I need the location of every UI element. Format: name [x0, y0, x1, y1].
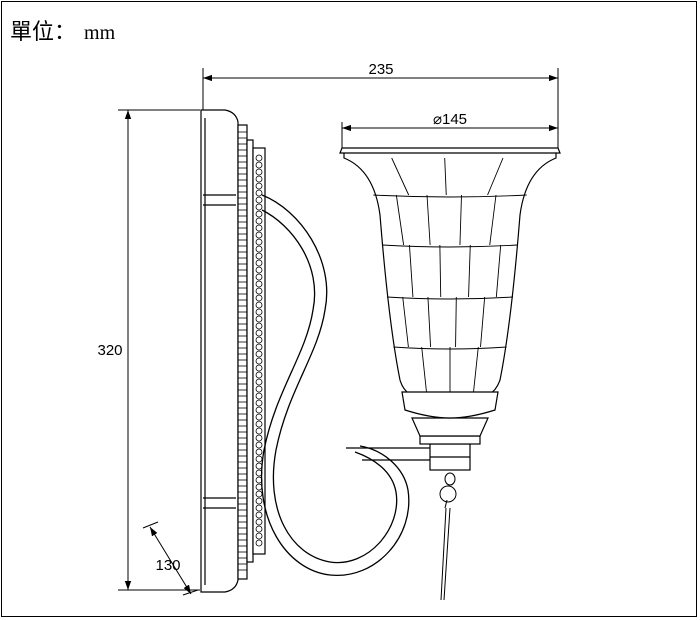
bead — [255, 231, 263, 239]
mosaic-band — [386, 296, 514, 300]
width-dimension: 235 — [202, 61, 559, 150]
unit-value: mm — [84, 22, 116, 44]
bead — [255, 210, 263, 218]
bead — [255, 504, 263, 512]
lamp-socket — [411, 417, 489, 471]
lamp-arm — [260, 194, 430, 576]
mosaic-seam — [468, 244, 471, 298]
unit-label-text: 單位： — [10, 20, 77, 45]
bead — [255, 175, 263, 183]
depth-label: 130 — [155, 557, 180, 574]
bead — [255, 238, 263, 246]
height-label: 320 — [97, 342, 122, 359]
bead — [255, 315, 263, 323]
mosaic-seam — [480, 296, 486, 348]
bead — [255, 203, 263, 211]
bead — [255, 329, 263, 337]
bead — [255, 287, 263, 295]
bead — [255, 518, 263, 526]
bead — [255, 357, 263, 365]
depth-dimension: 130 — [142, 521, 199, 596]
mosaic-seam — [455, 296, 457, 348]
bead — [255, 245, 263, 253]
mosaic-seam — [421, 346, 427, 393]
bead — [255, 539, 263, 547]
mosaic-seam — [495, 244, 502, 298]
mosaic-seam — [459, 194, 462, 246]
bead — [255, 343, 263, 351]
height-dimension: 320 — [97, 109, 200, 591]
mosaic-seam — [391, 157, 410, 196]
mosaic-seam — [426, 194, 431, 246]
bead — [255, 525, 263, 533]
bead — [255, 182, 263, 190]
bead — [255, 273, 263, 281]
mosaic-seam — [402, 296, 409, 348]
bead — [255, 420, 263, 428]
unit-label: 單位： mm — [10, 14, 115, 46]
bead — [255, 455, 263, 463]
bead — [255, 497, 263, 505]
mosaic-seam — [473, 346, 479, 393]
bead — [255, 154, 263, 162]
bead — [255, 308, 263, 316]
bead — [255, 259, 263, 267]
mosaic-shade — [339, 147, 561, 419]
bead — [255, 364, 263, 372]
bead — [255, 434, 263, 442]
bead — [255, 168, 263, 176]
mosaic-seam — [408, 244, 414, 298]
mosaic-band — [373, 194, 527, 198]
beaded-trim — [238, 131, 263, 571]
shade-mosaic-grid — [373, 157, 527, 393]
mosaic-seam — [444, 157, 447, 196]
mosaic-band — [382, 244, 518, 248]
bead — [255, 280, 263, 288]
bead — [255, 532, 263, 540]
bead — [255, 294, 263, 302]
bead — [255, 511, 263, 519]
bead — [255, 350, 263, 358]
bead — [255, 399, 263, 407]
bead — [255, 462, 263, 470]
mosaic-seam — [427, 296, 432, 348]
bead — [255, 252, 263, 260]
bead — [255, 161, 263, 169]
bead — [255, 441, 263, 449]
diameter-label: ⌀145 — [433, 111, 467, 128]
bead — [255, 217, 263, 225]
bead — [255, 189, 263, 197]
bead — [255, 301, 263, 309]
bead — [255, 392, 263, 400]
bead — [255, 224, 263, 232]
mosaic-seam — [489, 194, 497, 246]
bead — [255, 490, 263, 498]
wall-backplate — [200, 109, 266, 593]
bead — [255, 378, 263, 386]
bead — [255, 413, 263, 421]
bead — [255, 196, 263, 204]
bead — [255, 266, 263, 274]
mosaic-seam — [395, 194, 405, 246]
diameter-dimension: ⌀145 — [341, 111, 559, 148]
bead — [255, 448, 263, 456]
mosaic-seam — [487, 157, 504, 196]
bead — [255, 406, 263, 414]
bead — [255, 427, 263, 435]
mosaic-seam — [439, 244, 442, 298]
bead — [255, 322, 263, 330]
bead — [255, 371, 263, 379]
pull-chain — [439, 472, 457, 601]
bead — [255, 336, 263, 344]
width-label: 235 — [368, 61, 393, 78]
bead — [255, 385, 263, 393]
